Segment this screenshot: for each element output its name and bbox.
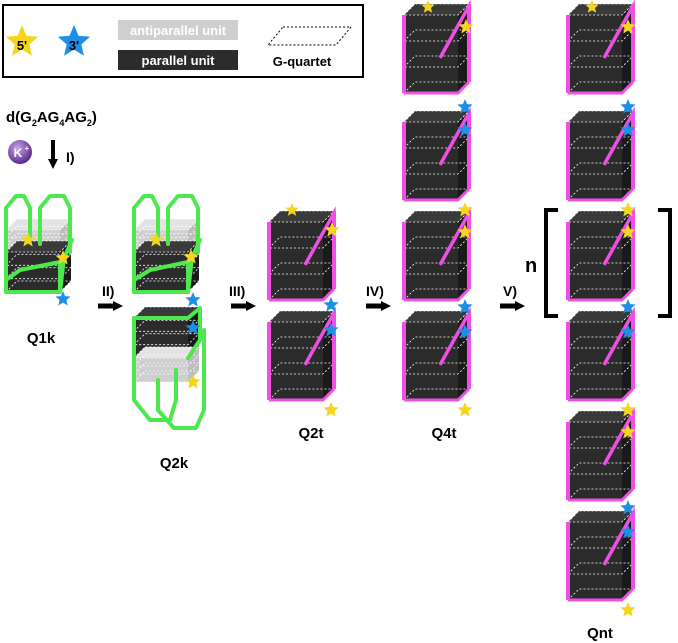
repeat-count-label: n xyxy=(525,255,537,277)
q2k-loop-top-left xyxy=(132,194,160,294)
species-label-qnt: Qnt xyxy=(587,625,613,642)
step-iv-label: IV) xyxy=(366,283,384,299)
parallel-unit-swatch xyxy=(118,50,238,70)
q2k-three-prime-star-top xyxy=(185,292,201,307)
qnt-unit-4 xyxy=(566,306,635,402)
q4t-unit-2 xyxy=(402,106,471,202)
q2k-loop-bottom-left xyxy=(132,316,178,422)
step-ii-label: II) xyxy=(102,283,114,299)
q4t-star-a xyxy=(421,0,435,13)
step-i-label: I) xyxy=(66,149,75,165)
step-v-label: V) xyxy=(503,283,517,299)
q4t-unit-3 xyxy=(402,206,471,302)
qnt-star-bottom xyxy=(620,602,636,617)
qnt-unit-6 xyxy=(566,506,635,602)
five-prime-label: 5' xyxy=(17,38,27,53)
qnt-unit-3 xyxy=(566,206,635,302)
q2t-five-prime-star-bottom xyxy=(323,402,339,417)
q4t-star-b xyxy=(458,19,474,34)
q4t-star-e xyxy=(457,202,473,217)
q1k-loop-right xyxy=(38,194,72,254)
q2t-five-prime-star-top-front xyxy=(324,222,340,237)
q4t-star-g xyxy=(457,299,473,314)
qnt-star-c xyxy=(620,122,636,137)
qnt-star-d xyxy=(620,202,636,217)
q2t-five-prime-star-top xyxy=(285,203,299,216)
qnt-star-a xyxy=(620,19,636,34)
q2k-five-prime-star-mid xyxy=(183,249,199,264)
q4t-unit-4 xyxy=(402,306,471,402)
parallel-unit-label: parallel unit xyxy=(142,53,216,68)
q1k-loop-left xyxy=(4,194,32,294)
svg-text:K: K xyxy=(14,146,23,160)
quadruplex-structures xyxy=(4,0,636,617)
five-prime-star-icon xyxy=(5,25,39,56)
q1k-five-prime-star-2 xyxy=(55,250,71,265)
q4t-star-h xyxy=(457,324,473,339)
qnt-unit-5 xyxy=(566,406,635,502)
qnt-star-h xyxy=(620,402,636,417)
qnt-star-k xyxy=(620,524,636,539)
antiparallel-unit-swatch xyxy=(118,20,238,40)
q4t-star-d xyxy=(457,122,473,137)
q2k-loop-top-right xyxy=(166,194,200,254)
three-prime-label: 3' xyxy=(69,38,79,53)
qnt-star-top xyxy=(585,0,599,13)
species-label-q4t: Q4t xyxy=(431,425,456,442)
legend-box: 5' 3' antiparallel unit parallel unit G-… xyxy=(2,4,364,78)
qnt-unit-1 xyxy=(566,0,635,95)
q2t-three-prime-star-2 xyxy=(323,322,339,337)
qnt-star-f xyxy=(620,299,636,314)
qnt-star-g xyxy=(620,324,636,339)
species-label-q2t: Q2t xyxy=(298,425,323,442)
three-prime-star-icon xyxy=(57,25,91,56)
q2k-antiparallel-bottom xyxy=(133,346,200,383)
q4t-star-f xyxy=(457,224,473,239)
species-label-q2k: Q2k xyxy=(160,455,189,472)
potassium-ion-icon: K + xyxy=(8,140,32,164)
q2k-three-prime-star-bottom xyxy=(185,320,201,335)
q1k-three-prime-star xyxy=(55,291,71,306)
step-iii-label: III) xyxy=(229,283,245,299)
species-label-q1k: Q1k xyxy=(27,330,56,347)
q4t-star-c xyxy=(457,99,473,114)
q2t-unit-top xyxy=(267,206,336,302)
qnt-unit-2 xyxy=(566,106,635,202)
q4t-unit-1 xyxy=(402,0,471,95)
qnt-star-i xyxy=(620,424,636,439)
qnt-star-b xyxy=(620,99,636,114)
repeat-bracket-left xyxy=(544,208,558,318)
g-quartet-legend-icon xyxy=(266,26,353,46)
g-quartet-label: G-quartet xyxy=(273,54,332,69)
antiparallel-unit-label: antiparallel unit xyxy=(130,23,227,38)
q2t-unit-bottom xyxy=(267,306,336,402)
sequence-label: d(G2AG4AG2) xyxy=(6,109,97,128)
qnt-star-j xyxy=(620,500,636,515)
svg-text:+: + xyxy=(25,144,30,153)
q2k-loop-strand-bottom xyxy=(132,306,202,360)
repeat-bracket-right xyxy=(658,208,672,318)
q2k-five-prime-star-top xyxy=(148,232,164,247)
q2t-three-prime-star-1 xyxy=(323,297,339,312)
q1k-five-prime-star xyxy=(20,232,36,247)
qnt-star-e xyxy=(620,224,636,239)
q2k-loop-bottom-right xyxy=(156,328,206,430)
q4t-star-i xyxy=(457,402,473,417)
q2k-five-prime-star-bottom xyxy=(185,374,201,389)
